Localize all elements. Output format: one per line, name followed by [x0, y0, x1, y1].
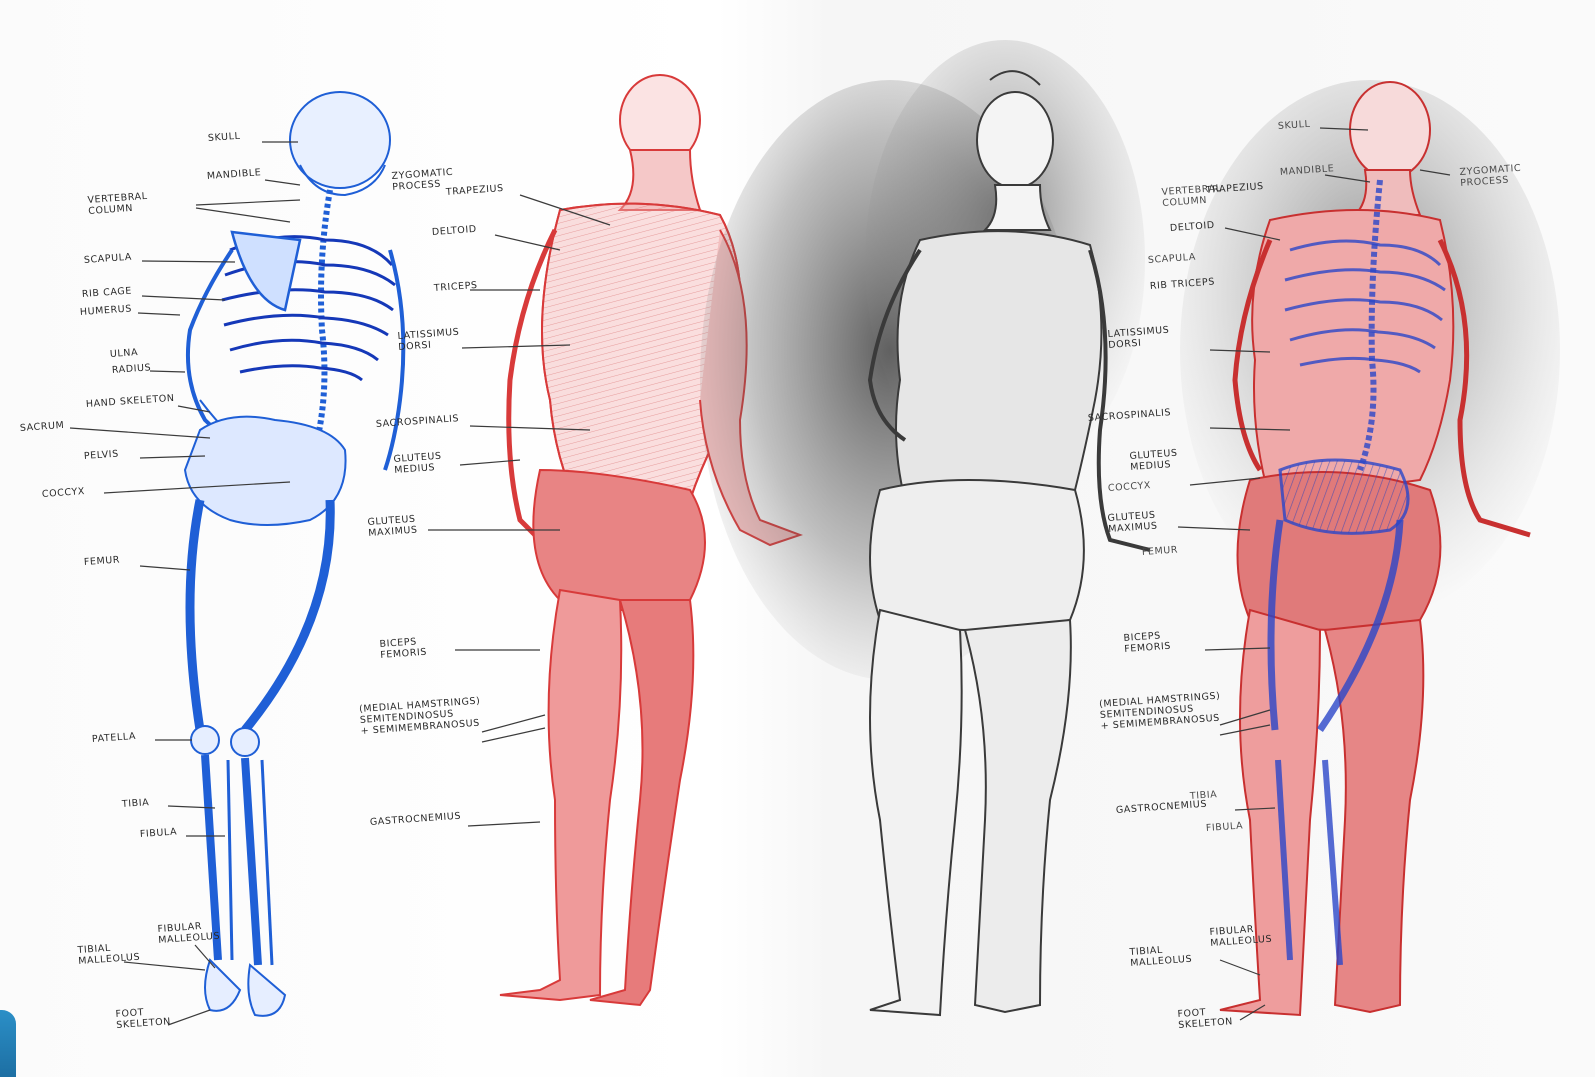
label-composite-zygomatic: ZYGOMATIC PROCESS [1459, 164, 1522, 190]
label-composite-skull: SKULL [1278, 120, 1311, 133]
label-biceps-femoris: BICEPS FEMORIS [379, 637, 427, 662]
label-tibia: TIBIA [122, 798, 150, 811]
label-latissimus-dorsi: LATISSIMUS DORSI [397, 328, 460, 354]
label-gluteus-maximus: GLUTEUS MAXIMUS [367, 515, 418, 540]
label-gluteus-medius: GLUTEUS MEDIUS [393, 452, 443, 477]
label-tibial-malleolus: TIBIAL MALLEOLUS [77, 942, 140, 968]
label-foot-skeleton: FOOT SKELETON [115, 1006, 171, 1032]
label-composite-foot: FOOT SKELETON [1177, 1006, 1233, 1032]
label-composite-latissimus: LATISSIMUS DORSI [1107, 326, 1170, 352]
label-composite-fibular-malleolus: FIBULAR MALLEOLUS [1209, 924, 1272, 950]
pelvis-shape [185, 417, 346, 525]
label-vertebral-column: VERTEBRAL COLUMN [87, 192, 149, 218]
label-composite-tibial-malleolus: TIBIAL MALLEOLUS [1129, 944, 1192, 970]
corner-tab-decoration [0, 1010, 16, 1077]
label-composite-biceps-femoris: BICEPS FEMORIS [1123, 631, 1171, 656]
label-ulna: ULNA [110, 348, 139, 361]
graphite-figure [700, 40, 1150, 1015]
label-skull: SKULL [208, 132, 241, 145]
spine-shape [312, 190, 330, 460]
composite-figure [1180, 80, 1560, 1015]
label-fibular-malleolus: FIBULAR MALLEOLUS [157, 921, 220, 947]
skeleton-figure [185, 92, 403, 1016]
label-composite-gluteus-medius: GLUTEUS MEDIUS [1129, 449, 1179, 474]
label-composite-gluteus-maximus: GLUTEUS MAXIMUS [1107, 511, 1158, 536]
